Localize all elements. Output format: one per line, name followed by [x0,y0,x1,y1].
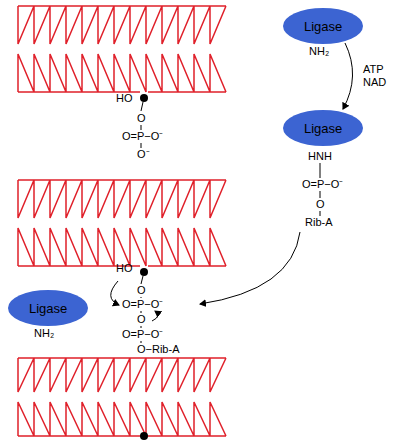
enzyme-name: Ligase [304,19,342,34]
dna-strand [18,180,226,218]
dna-strand [18,228,226,266]
cofactor-label: ATP NAD [363,63,393,89]
chem-label: O=P−O⁻ [302,178,343,191]
dna-strand [18,6,226,44]
enzyme-name: Ligase [304,121,342,136]
chem-label: O [137,284,146,297]
chem-label: HO [116,262,133,275]
dna-strand [18,358,226,392]
chem-label: O [137,112,146,125]
enzyme-name: Ligase [29,301,67,316]
chem-label: HO [116,92,133,105]
chem-label: O=P−O⁻ [122,298,163,311]
dna-strand [18,54,226,92]
amino-group: NH₂ [309,45,329,58]
chem-label: O=P−O⁻ [122,328,163,341]
dna-strand [18,402,226,436]
chem-label: O=P−O⁻ [122,130,163,143]
ligase-enzyme: LigaseNH₂ [8,290,88,326]
amino-group: NH₂ [34,327,54,340]
chem-label: Rib-A [305,216,333,229]
nick-dot [140,94,148,440]
ligase-enzyme: LigaseNH₂ [283,8,363,44]
chem-label: O [316,198,325,211]
reaction-arrow [343,43,353,109]
chem-label: O−Rib-A [137,343,180,356]
ligase-enzyme: Ligase [283,110,363,146]
chem-label: O [137,313,146,326]
chem-label: O⁻ [137,148,150,161]
bond-lines [111,102,320,343]
chem-label: HNH [308,150,332,163]
